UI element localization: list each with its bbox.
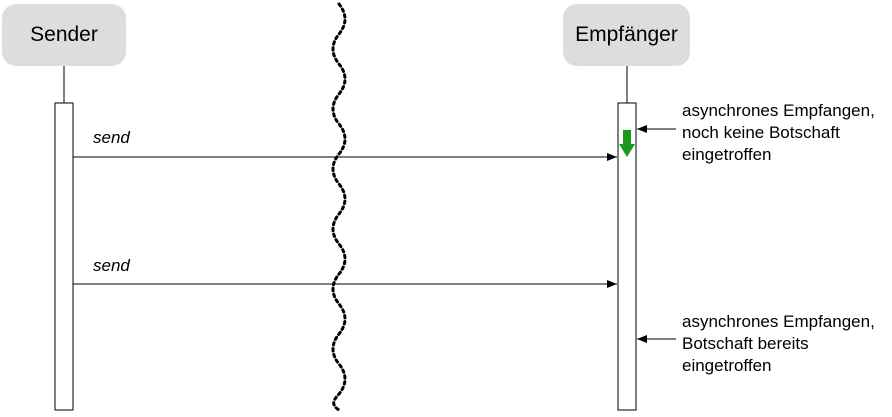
message-label-1: send bbox=[93, 128, 130, 147]
annotation-bottom-line-3: eingetroffen bbox=[682, 356, 772, 375]
annotation-top: asynchrones Empfangen, noch keine Botsch… bbox=[682, 100, 875, 166]
receiver-actor-label: Empfänger bbox=[575, 23, 678, 46]
annotation-top-line-3: eingetroffen bbox=[682, 145, 772, 164]
receiver-actor-box: Empfänger bbox=[563, 4, 690, 66]
sender-actor-box: Sender bbox=[2, 4, 126, 66]
receive-wait-arrow-icon bbox=[619, 130, 635, 157]
time-gap-separator bbox=[331, 2, 347, 412]
annotation-top-line-1: asynchrones Empfangen, bbox=[682, 101, 875, 120]
annotation-bottom-line-2: Botschaft bereits bbox=[682, 334, 809, 353]
sender-activation-bar bbox=[54, 102, 74, 411]
annotation-top-line-2: noch keine Botschaft bbox=[682, 123, 840, 142]
receiver-activation-bar bbox=[617, 102, 637, 411]
annotation-bottom-line-1: asynchrones Empfangen, bbox=[682, 312, 875, 331]
annotation-bottom: asynchrones Empfangen, Botschaft bereits… bbox=[682, 311, 875, 377]
sender-actor-label: Sender bbox=[30, 23, 98, 46]
message-label-2: send bbox=[93, 256, 130, 275]
